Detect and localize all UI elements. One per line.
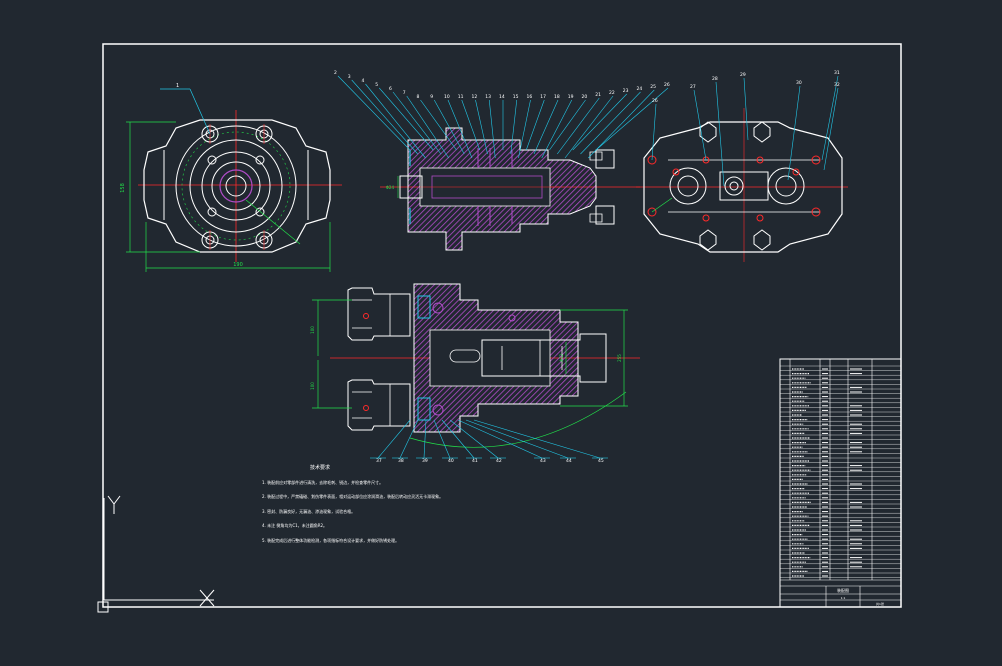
balloon-5[interactable]: 5 <box>375 82 378 88</box>
balloon-2[interactable]: 2 <box>334 70 337 76</box>
balloon-41[interactable]: 41 <box>472 458 478 464</box>
tech-requirement-line: 4. 未注 倒角均为C1，未注圆角R2。 <box>262 523 328 528</box>
balloon-3[interactable]: 3 <box>348 74 351 80</box>
balloon-38[interactable]: 38 <box>398 458 404 464</box>
drawing-border <box>102 43 902 608</box>
balloon-28[interactable]: 28 <box>712 76 718 82</box>
balloon-42[interactable]: 42 <box>496 458 502 464</box>
balloon-9[interactable]: 9 <box>430 94 433 100</box>
balloon-21[interactable]: 21 <box>595 92 601 98</box>
balloon-43[interactable]: 43 <box>540 458 546 464</box>
ucs-icon <box>97 495 215 613</box>
drawing-name: 装配图 <box>837 587 849 593</box>
balloon-1[interactable]: 1 <box>176 83 179 89</box>
balloon-40[interactable]: 40 <box>448 458 454 464</box>
balloon-26[interactable]: 26 <box>652 98 658 104</box>
balloon-11[interactable]: 11 <box>458 94 464 100</box>
balloon-6[interactable]: 6 <box>389 86 392 92</box>
balloon-20[interactable]: 20 <box>582 94 588 100</box>
plan-dim-left-upper: 100 <box>310 326 315 334</box>
balloon-31[interactable]: 31 <box>834 70 840 76</box>
side-view[interactable]: 26 27 28 29 30 31 32 <box>636 70 848 262</box>
balloon-4[interactable]: 4 <box>362 78 365 84</box>
balloon-8[interactable]: 8 <box>417 94 420 100</box>
balloon-13[interactable]: 13 <box>485 94 491 100</box>
tech-requirement-line: 1. 装配前应对零部件进行清洗，去除毛刺、锐边，并检查零件尺寸。 <box>262 480 384 485</box>
front-view[interactable]: 158 190 1 <box>120 83 342 272</box>
balloon-29[interactable]: 29 <box>740 72 746 78</box>
balloon-19[interactable]: 19 <box>568 94 574 100</box>
balloon-15[interactable]: 15 <box>513 94 519 100</box>
balloon-18[interactable]: 18 <box>554 94 560 100</box>
balloon-14[interactable]: 14 <box>499 94 505 100</box>
balloon-25[interactable]: 25 <box>650 84 656 90</box>
balloon-45[interactable]: 45 <box>598 458 604 464</box>
balloon-44[interactable]: 44 <box>566 458 572 464</box>
balloon-24[interactable]: 24 <box>637 86 643 92</box>
tech-requirement-line: 5. 装配完成后进行整体功能检测，各项指标符合设计要求，并做好防锈处理。 <box>262 538 400 543</box>
plan-dim-right: 255 <box>617 354 622 362</box>
balloon-10[interactable]: 10 <box>444 94 450 100</box>
section-dim-left: Φ24 <box>386 185 395 190</box>
tech-requirement-line: 2. 装配过程中，严禁磕碰、划伤零件表面，相对运动部位应涂润滑油，装配后转动应灵… <box>262 494 444 499</box>
balloon-7[interactable]: 7 <box>403 90 406 96</box>
plan-dim-left-lower: 100 <box>310 382 315 390</box>
balloon-37[interactable]: 37 <box>376 458 382 464</box>
balloon-17[interactable]: 17 <box>540 94 546 100</box>
balloon-32[interactable]: 32 <box>834 82 840 88</box>
drawing-scale: 1:1 <box>841 596 846 600</box>
title-block[interactable]: 装配图 1:1 共1张 <box>779 358 902 608</box>
balloon-30[interactable]: 30 <box>796 80 802 86</box>
balloon-16[interactable]: 16 <box>527 94 533 100</box>
front-dim-height: 158 <box>120 183 126 193</box>
front-dim-width: 190 <box>233 262 243 268</box>
balloon-39[interactable]: 39 <box>422 458 428 464</box>
balloon-26[interactable]: 26 <box>664 82 670 88</box>
tech-requirements-title: 技术要求 <box>310 465 331 471</box>
balloon-12[interactable]: 12 <box>472 94 478 100</box>
plan-dim-mid: Φ72 <box>559 353 564 362</box>
balloon-22[interactable]: 22 <box>609 90 615 96</box>
plan-view[interactable]: 100 100 255 Φ72 37 38 39 40 41 42 43 44 45 <box>310 283 640 464</box>
balloon-23[interactable]: 23 <box>623 88 629 94</box>
drawing-sheet: 共1张 <box>876 601 884 606</box>
balloon-27[interactable]: 27 <box>690 84 696 90</box>
tech-requirement-line: 3. 密封、防漏良好，无漏油、渗油现象，试验合格。 <box>262 509 356 514</box>
